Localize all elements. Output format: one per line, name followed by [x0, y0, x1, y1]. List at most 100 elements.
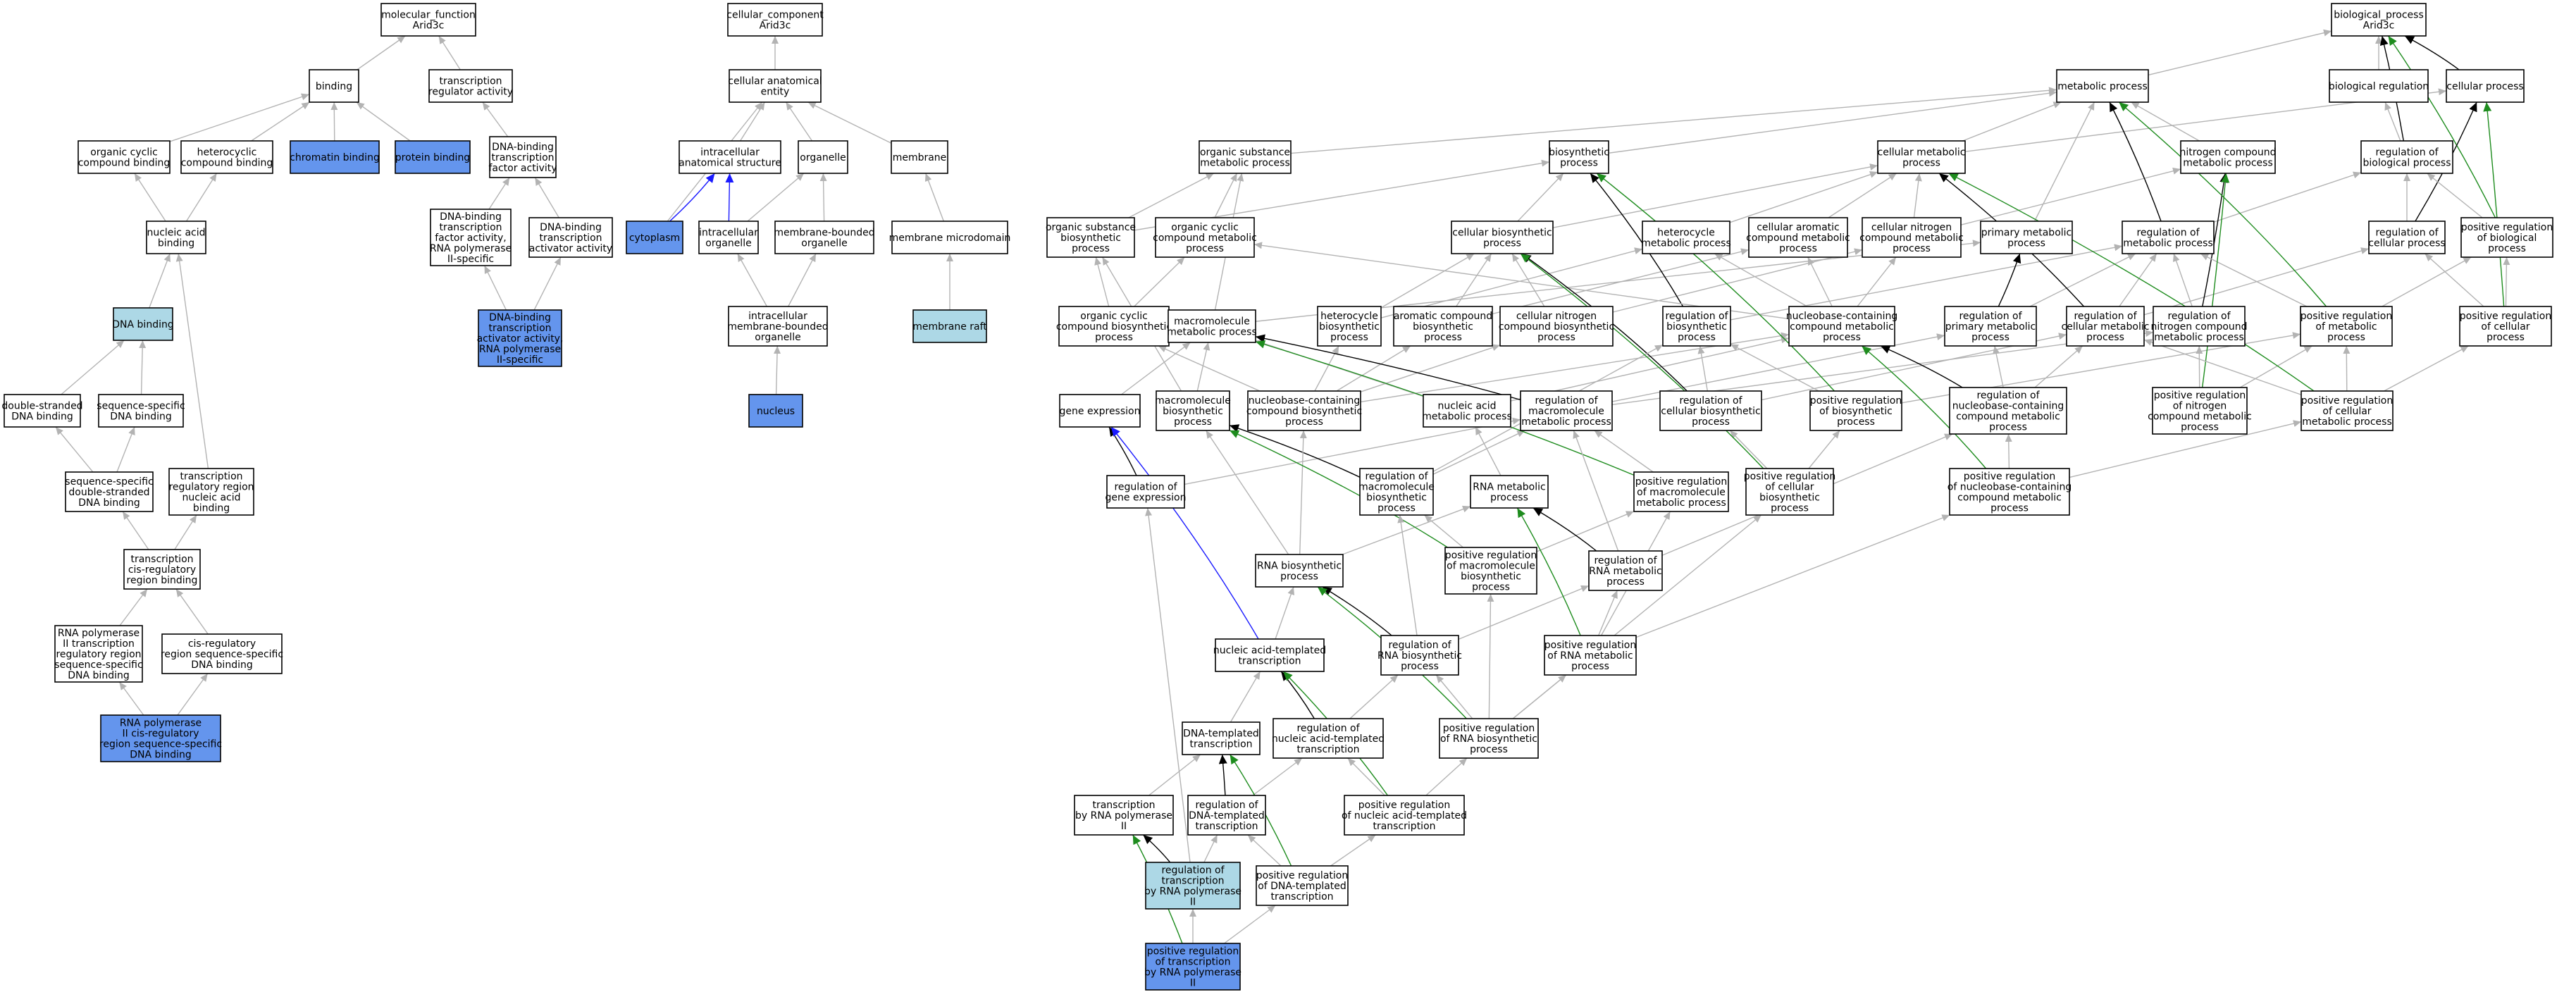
- edge-is-a: [737, 253, 768, 307]
- go-term-box: [4, 394, 81, 428]
- edge-is-a: [330, 101, 338, 142]
- go-term-box: [395, 140, 471, 174]
- edge-is-a: [2143, 339, 2302, 395]
- edge-is-a: [2213, 171, 2362, 223]
- go-term-label: biological regulation: [2329, 81, 2429, 92]
- go-term-box: [180, 140, 273, 174]
- go-term-box: [1748, 217, 1848, 258]
- go-term-box: [1380, 635, 1459, 676]
- edge-is-a: [118, 681, 144, 716]
- edge-is-a: [1299, 430, 1307, 555]
- edge-is-a: [1857, 256, 1897, 307]
- go-term-node: cellular process: [2446, 69, 2525, 103]
- edge-is-a: [1993, 345, 2004, 388]
- go-term-label: metabolic process: [2057, 81, 2148, 92]
- go-term-box: [1499, 306, 1614, 347]
- go-term-box: [1439, 718, 1539, 759]
- edge-is-a: [1729, 430, 1768, 469]
- go-term-node: membrane microdomain: [889, 221, 1011, 254]
- go-term-label: cytoplasm: [629, 232, 680, 244]
- edge-is-a: [1330, 834, 1376, 867]
- edge-is-a: [1730, 244, 2123, 321]
- edge-regulates: [1218, 754, 1227, 796]
- edge-is-a: [2131, 101, 2200, 142]
- go-term-box: [1255, 554, 1344, 588]
- go-term-box: [2446, 69, 2525, 103]
- go-term-box: [1344, 795, 1465, 836]
- go-term-box: [1074, 795, 1174, 836]
- go-term-box: [1788, 306, 1895, 347]
- go-term-box: [1058, 306, 1170, 347]
- go-term-box: [1588, 550, 1663, 591]
- edge-is-a: [1492, 248, 1750, 315]
- edge-is-a: [251, 101, 310, 142]
- go-term-box: [100, 714, 221, 762]
- go-term-box: [1745, 468, 1834, 516]
- go-term-box: [1520, 390, 1613, 431]
- go-term-box: [2180, 140, 2276, 174]
- edge-is-a: [1203, 834, 1218, 863]
- edge-part-of: [669, 173, 715, 222]
- edge-is-a: [61, 340, 125, 395]
- go-term-label: binding: [316, 81, 352, 92]
- go-term-box: [1549, 140, 1609, 174]
- edge-positively-regulates: [1596, 173, 1835, 392]
- go-term-box: [309, 69, 359, 103]
- go-term-label: DNA binding: [112, 319, 173, 330]
- go-term-box: [113, 307, 173, 341]
- go-term-box: [430, 209, 512, 266]
- edge-is-a: [1611, 333, 1945, 402]
- edge-is-a: [1458, 585, 1590, 640]
- edge-is-a: [2343, 345, 2351, 392]
- go-term-box: [912, 309, 987, 343]
- go-term-label: protein binding: [395, 152, 470, 163]
- go-term-box: [774, 221, 874, 254]
- edge-positively-regulates: [2483, 101, 2505, 307]
- go-term-box: [380, 3, 476, 37]
- go-term-label: membrane microdomain: [889, 232, 1011, 244]
- go-term-box: [146, 221, 206, 254]
- edge-regulates: [2109, 101, 2162, 222]
- edge-is-a: [1552, 163, 1878, 228]
- edge-is-a: [1247, 834, 1282, 867]
- edge-layer: [55, 29, 2510, 944]
